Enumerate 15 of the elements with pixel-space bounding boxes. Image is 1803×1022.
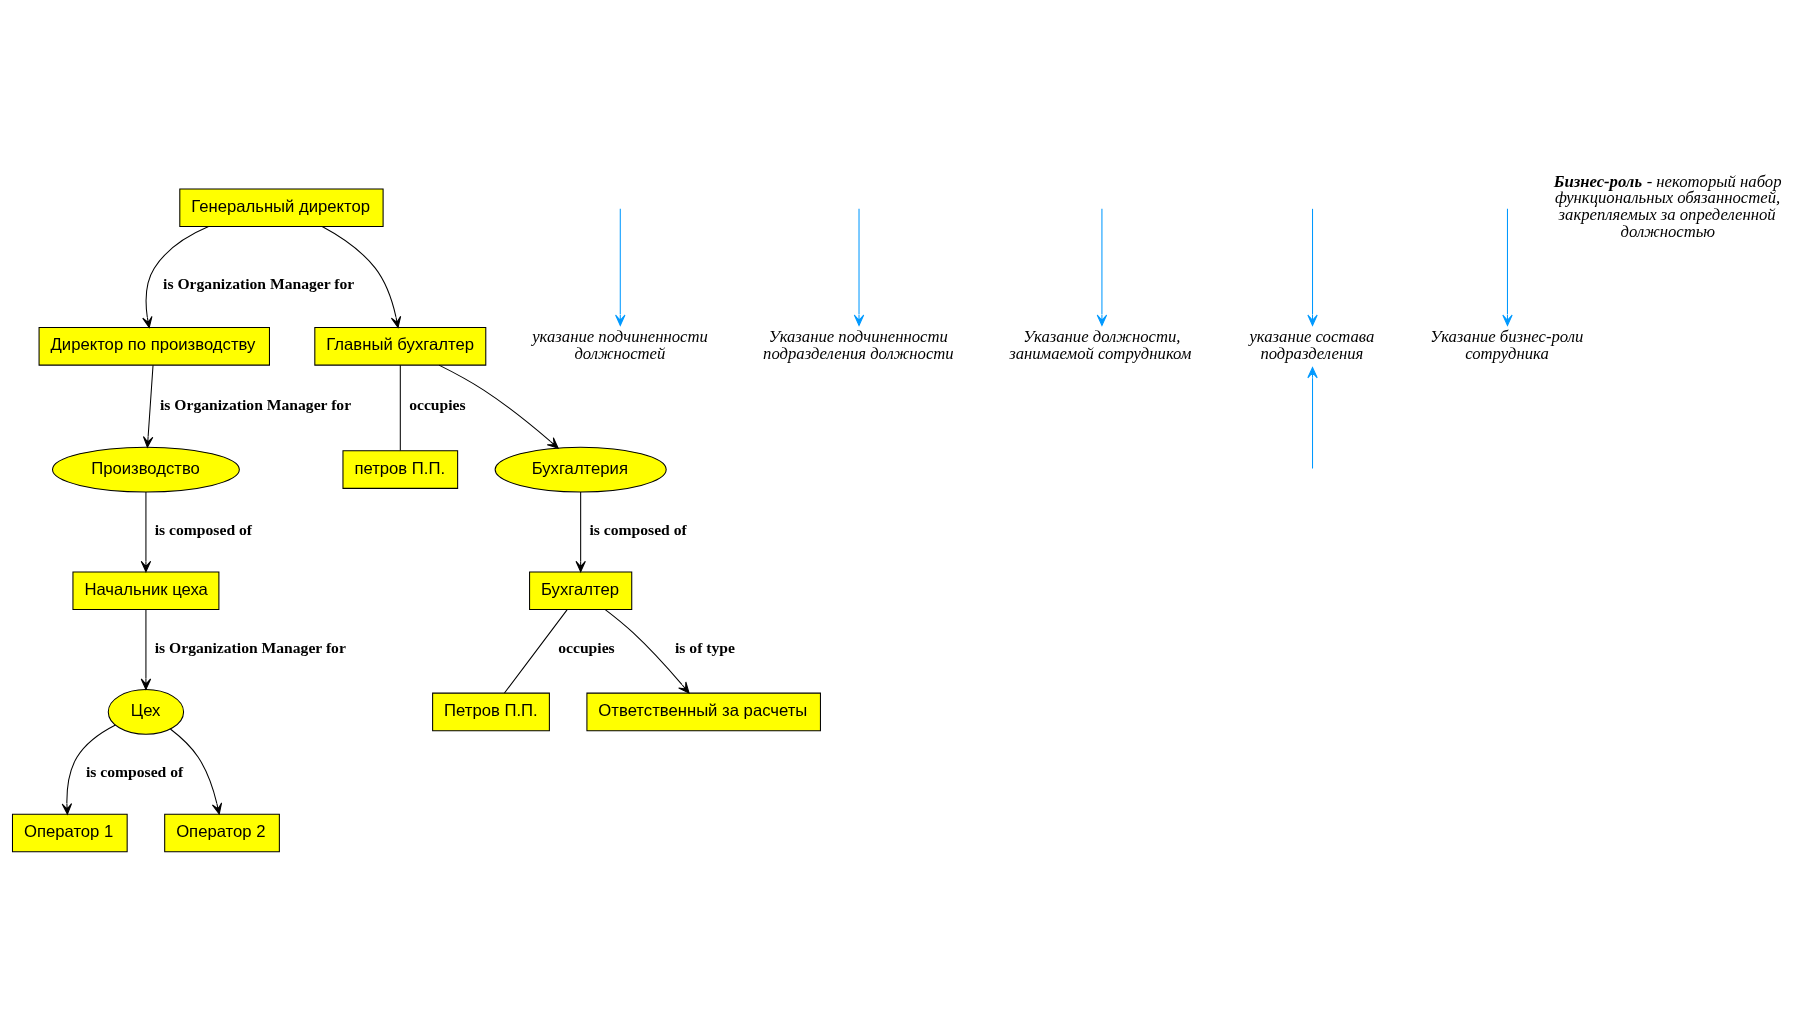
edge-label: occupies bbox=[558, 638, 615, 656]
node-text: Указание подчиненности подразделения должности bbox=[763, 326, 954, 363]
edge-label: is composed of bbox=[85, 763, 184, 781]
node-text: Указание должности, занимаемой сотрудником bbox=[1009, 326, 1192, 363]
edge-label: is of type bbox=[675, 638, 735, 656]
edge-label: is Organization Manager for bbox=[154, 638, 346, 656]
edge-label: is composed of bbox=[589, 520, 687, 538]
node-text: указание подчиненности должностей bbox=[532, 326, 708, 363]
edge-label: occupies bbox=[409, 396, 466, 414]
node-text: Указание бизнес-роли сотрудника bbox=[1430, 326, 1584, 363]
edge-label: is Organization Manager for bbox=[160, 396, 352, 414]
label: Бизнес-роль - некоторый набор функциональных обязанностей, закрепляемых за определенной должностью bbox=[1553, 171, 1782, 241]
edge-label: is Organization Manager for bbox=[163, 274, 355, 292]
node-text: указание состава подразделения bbox=[1249, 326, 1375, 363]
edge-label: is composed of bbox=[154, 520, 253, 538]
